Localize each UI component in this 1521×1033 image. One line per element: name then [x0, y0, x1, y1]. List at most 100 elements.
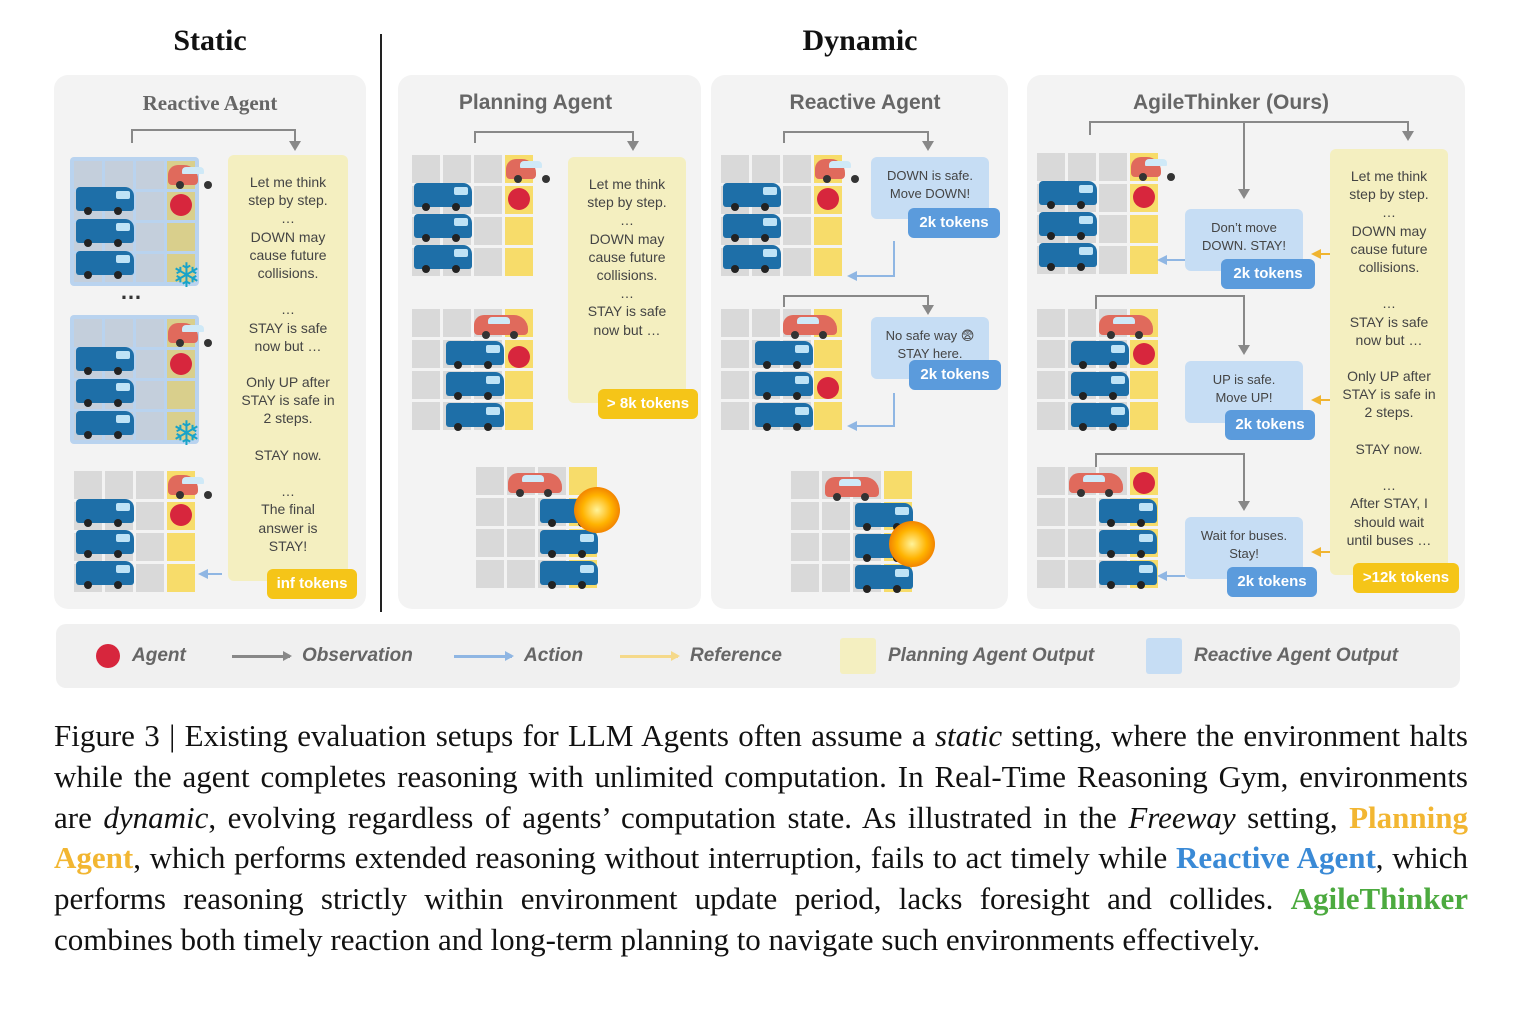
- planning-agent-panel: Planning Agent Let me think step by step…: [398, 75, 701, 609]
- agilethinker-term: AgileThinker: [1290, 881, 1468, 917]
- agent-marker: [1133, 186, 1155, 208]
- bus: [1039, 181, 1097, 209]
- legend-agent: Agent: [96, 624, 186, 688]
- agent-marker: [170, 353, 192, 375]
- legend-planning-output: Planning Agent Output: [840, 624, 1094, 688]
- collision-icon: [889, 521, 935, 567]
- planning-output-box: Let me think step by step. … DOWN may ca…: [1330, 149, 1448, 575]
- observation-arrow: [783, 295, 785, 307]
- token-badge: 2k tokens: [908, 208, 1000, 238]
- bus: [414, 183, 472, 211]
- panel-title: Reactive Agent: [142, 91, 278, 115]
- bus: [755, 341, 813, 369]
- static-reactive-panel: Reactive Agent ❄ … ❄ Let me think step b…: [54, 75, 366, 609]
- bus: [76, 251, 134, 279]
- bus: [446, 403, 504, 431]
- agent-marker: [508, 188, 530, 210]
- planning-output-box: Let me think step by step. … DOWN may ca…: [568, 157, 686, 403]
- panel-title: AgileThinker (Ours): [1132, 91, 1330, 114]
- car: [508, 473, 562, 497]
- car: [1069, 473, 1123, 497]
- planning-agent-term: Planning Agent: [54, 799, 1468, 876]
- action-arrow: [1167, 575, 1185, 577]
- agent-marker: [170, 504, 192, 526]
- observation-arrow: [474, 131, 476, 143]
- action-arrow: [893, 241, 895, 277]
- observation-arrow-icon: [232, 650, 292, 661]
- panel-title: Reactive Agent: [789, 91, 941, 114]
- car: [815, 159, 851, 183]
- car: [783, 315, 837, 339]
- legend-action: Action: [454, 624, 583, 688]
- observation-arrow: [131, 129, 133, 143]
- bus: [1099, 561, 1157, 589]
- action-arrow: [208, 573, 222, 575]
- collision-icon: [574, 487, 620, 533]
- agent-marker: [170, 194, 192, 216]
- bus: [755, 372, 813, 400]
- bus: [540, 530, 598, 558]
- car: [168, 323, 204, 347]
- section-divider: [380, 34, 382, 612]
- legend-reactive-output: Reactive Agent Output: [1146, 624, 1398, 688]
- snowflake-icon: ❄: [172, 415, 201, 453]
- figure-caption: Figure 3 | Existing evaluation setups fo…: [54, 718, 1469, 957]
- agent-marker: [817, 377, 839, 399]
- car: [168, 165, 204, 189]
- bus: [755, 403, 813, 431]
- reactive-output-swatch: [1146, 638, 1182, 674]
- legend-observation: Observation: [232, 624, 413, 688]
- bus: [1071, 372, 1129, 400]
- bus: [76, 219, 134, 247]
- action-arrow: [893, 393, 895, 427]
- bus: [76, 187, 134, 215]
- token-badge: 2k tokens: [1225, 410, 1315, 440]
- legend: Agent Observation Action Reference Plann…: [56, 624, 1460, 688]
- car: [506, 159, 542, 183]
- reactive-agent-term: Reactive Agent: [1175, 840, 1376, 876]
- car: [1099, 315, 1153, 339]
- planning-output-swatch: [840, 638, 876, 674]
- car: [1131, 157, 1167, 181]
- bus: [76, 379, 134, 407]
- legend-reference: Reference: [620, 624, 782, 688]
- bus: [76, 499, 134, 527]
- bus: [1071, 341, 1129, 369]
- observation-arrow: [1095, 453, 1097, 467]
- bus: [1099, 530, 1157, 558]
- bus: [76, 561, 134, 589]
- bus: [1071, 403, 1129, 431]
- planning-output-box: Let me think step by step. … DOWN may ca…: [228, 155, 348, 581]
- bus: [76, 530, 134, 558]
- bus: [1099, 499, 1157, 527]
- agilethinker-panel: AgileThinker (Ours) Don’t move DOWN. STA…: [1027, 75, 1465, 609]
- agent-marker: [1133, 472, 1155, 494]
- token-badge: 2k tokens: [1227, 567, 1317, 597]
- bus: [1039, 212, 1097, 240]
- bus: [723, 245, 781, 273]
- agent-marker: [1133, 343, 1155, 365]
- action-arrow-icon: [454, 650, 514, 661]
- panel-title: Planning Agent: [458, 91, 613, 114]
- action-arrow: [1167, 259, 1185, 261]
- dynamic-reactive-panel: Reactive Agent DOWN is safe. Move DOWN! …: [711, 75, 1008, 609]
- car: [168, 475, 204, 499]
- token-badge: >12k tokens: [1353, 563, 1459, 593]
- token-badge: 2k tokens: [909, 360, 1001, 390]
- bus: [1039, 243, 1097, 271]
- observation-arrow: [783, 131, 785, 143]
- dynamic-heading: Dynamic: [802, 24, 918, 57]
- agent-marker: [508, 346, 530, 368]
- token-badge: > 8k tokens: [598, 389, 698, 419]
- bus: [446, 341, 504, 369]
- agent-dot-icon: [96, 644, 120, 668]
- static-heading: Static: [173, 24, 247, 57]
- token-badge: inf tokens: [267, 569, 357, 599]
- reference-arrow-icon: [620, 650, 680, 661]
- bus: [855, 565, 913, 593]
- token-badge: 2k tokens: [1221, 259, 1315, 289]
- ellipsis: …: [120, 279, 142, 304]
- bus: [540, 561, 598, 589]
- car: [825, 477, 879, 501]
- car: [474, 315, 528, 339]
